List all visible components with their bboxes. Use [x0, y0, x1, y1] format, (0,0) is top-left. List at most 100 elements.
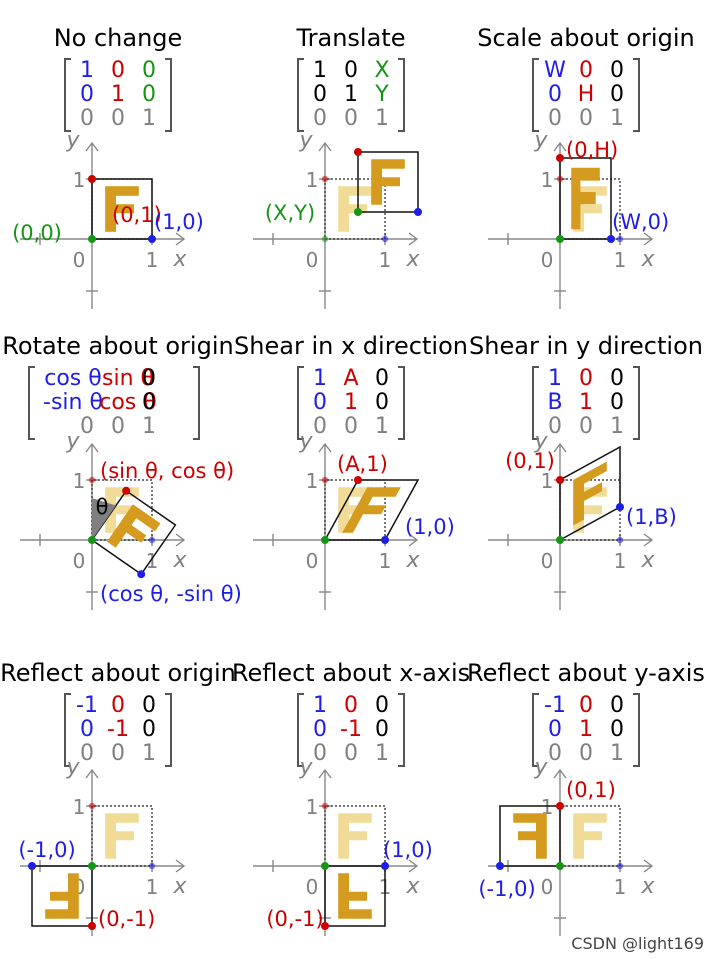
x-axis-label: x [640, 247, 655, 272]
panel-title: No change [54, 24, 183, 52]
coordinate-label: (1,0) [405, 515, 455, 539]
x-axis-label: x [640, 548, 655, 573]
matrix-cell: 0 [142, 366, 156, 391]
tick-label-origin: 0 [73, 248, 86, 272]
coordinate-label: (0,H) [566, 138, 618, 162]
matrix-cell: cos θ [99, 390, 156, 415]
transformed-point [556, 476, 564, 484]
y-axis-arrow [318, 141, 332, 152]
matrix-cell: -sin θ [43, 390, 103, 415]
matrix-cell: 1 [80, 58, 94, 83]
transformed-f-shape [513, 813, 547, 859]
matrix-cell: 0 [344, 414, 358, 439]
matrix-cell: 1 [142, 741, 156, 766]
matrix-cell: 0 [344, 693, 358, 718]
matrix-cell: 0 [548, 82, 562, 107]
x-axis-arrow [643, 232, 654, 246]
matrix-bracket-left [28, 366, 35, 440]
y-axis-arrow [553, 141, 567, 152]
y-axis-label: y [65, 128, 80, 153]
original-f-shape [105, 487, 139, 533]
matrix-cell: 0 [610, 366, 624, 391]
y-axis-arrow [85, 768, 99, 779]
transformed-point [616, 503, 624, 511]
y-axis-label: y [298, 429, 313, 454]
transformed-point [148, 235, 156, 243]
tick-label-origin: 0 [541, 248, 554, 272]
tick-label-y-one: 1 [306, 469, 319, 493]
matrix-bracket-left [532, 366, 539, 440]
transformed-f-shape [105, 186, 139, 232]
tick-label-origin: 0 [541, 549, 554, 573]
matrix-cell: 1 [610, 741, 624, 766]
original-point [321, 235, 329, 243]
matrix-cell: 1 [111, 82, 125, 107]
matrix-cell: 0 [142, 58, 156, 83]
matrix-bracket-right [193, 366, 200, 440]
transformed-f-shape [571, 167, 600, 230]
y-axis-label: y [65, 755, 80, 780]
y-axis-label: y [65, 429, 80, 454]
matrix-cell: 0 [142, 717, 156, 742]
coordinate-label: (A,1) [337, 452, 388, 476]
matrix-cell: 0 [80, 741, 94, 766]
coordinate-label: (X,Y) [265, 201, 315, 225]
matrix-cell: -1 [107, 717, 129, 742]
matrix-cell: 0 [313, 414, 327, 439]
matrix-bracket-left [532, 693, 539, 767]
x-axis-arrow [175, 232, 186, 246]
transformed-point [137, 570, 146, 579]
tick-label-origin: 0 [306, 549, 319, 573]
transformed-point [556, 536, 564, 544]
matrix-bracket-right [165, 693, 172, 767]
tick-label-x-one: 1 [146, 875, 159, 899]
matrix-cell: 0 [579, 741, 593, 766]
tick-label-origin: 0 [306, 248, 319, 272]
original-point [148, 862, 156, 870]
transformed-square [323, 479, 420, 541]
matrix-cell: 0 [313, 390, 327, 415]
y-axis-arrow [553, 442, 567, 453]
matrix-cell: X [374, 58, 389, 83]
x-axis-label: x [405, 247, 420, 272]
panel-title: Shear in y direction [469, 332, 703, 360]
matrix-bracket-right [633, 366, 640, 440]
coordinate-label: (0,-1) [98, 907, 155, 931]
coordinate-label: (1,0) [383, 838, 433, 862]
coordinate-label: (sin θ, cos θ) [100, 459, 234, 483]
matrix-bracket-right [633, 693, 640, 767]
tick-label-origin: 0 [306, 875, 319, 899]
original-point [321, 802, 329, 810]
x-axis-label: x [172, 548, 187, 573]
matrix-cell: 1 [579, 390, 593, 415]
matrix-cell: 0 [313, 106, 327, 131]
panel-title: Scale about origin [477, 24, 694, 52]
x-axis-arrow [175, 859, 186, 873]
y-axis-arrow [318, 768, 332, 779]
coordinate-label: (1,0) [154, 210, 204, 234]
transformed-point [321, 536, 329, 544]
transformed-f-shape [342, 487, 401, 533]
tick-label-origin: 0 [541, 875, 554, 899]
matrix-cell: 0 [375, 390, 389, 415]
matrix-cell: 0 [80, 106, 94, 131]
tick-label-origin: 0 [73, 549, 86, 573]
coordinate-label: (1,B) [626, 505, 677, 529]
matrix-cell: 0 [579, 693, 593, 718]
transformed-point [496, 862, 504, 870]
matrix-cell: 0 [610, 58, 624, 83]
x-axis-label: x [172, 247, 187, 272]
transformed-square [357, 151, 419, 213]
matrix-cell: 0 [313, 717, 327, 742]
matrix-cell: sin θ [102, 366, 154, 391]
coordinate-label: (W,0) [612, 210, 669, 234]
y-axis-arrow [553, 768, 567, 779]
transformed-point [354, 208, 362, 216]
original-f-shape [105, 813, 139, 859]
matrix-cell: 0 [579, 366, 593, 391]
original-point [88, 802, 96, 810]
